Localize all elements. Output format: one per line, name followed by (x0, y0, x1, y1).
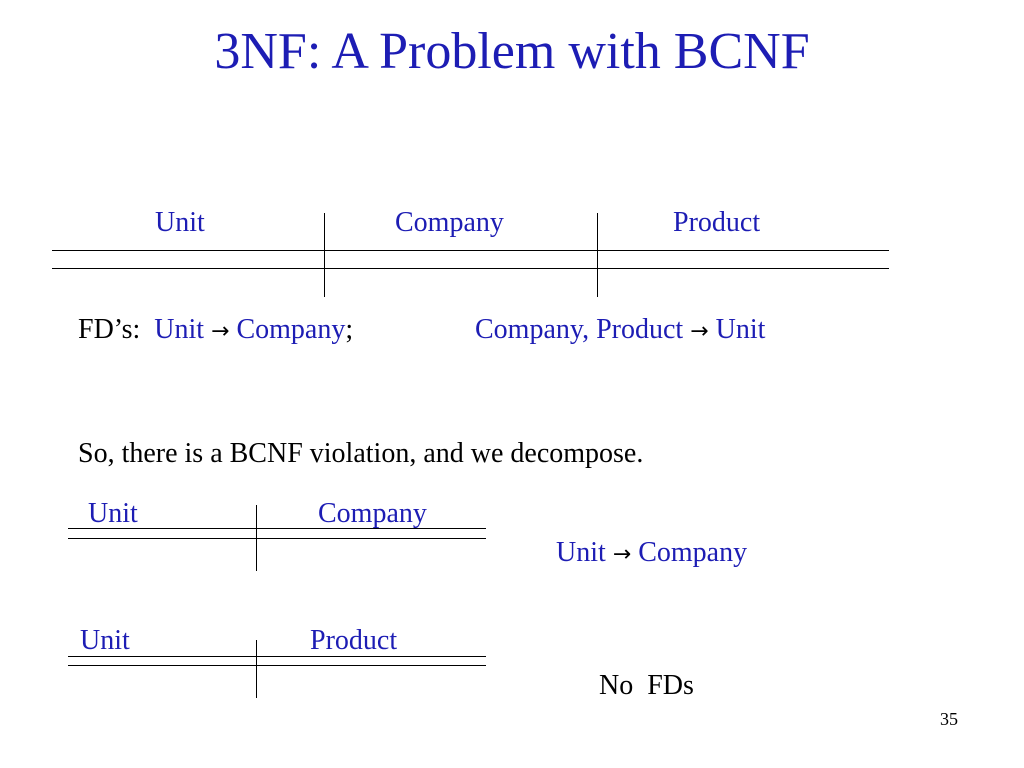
column-divider (324, 213, 325, 297)
right-arrow-icon: → (211, 319, 230, 344)
column-divider (597, 213, 598, 297)
right-arrow-icon: → (690, 319, 709, 344)
column-divider (256, 505, 257, 571)
table-rule-bottom (52, 268, 889, 269)
column-header-company: Company (318, 498, 427, 529)
fd2: Company, Product → Unit (475, 314, 765, 348)
column-header-company: Company (395, 207, 504, 238)
decomp-fd-rhs: Company (638, 537, 748, 568)
column-header-product: Product (310, 625, 398, 656)
fd2-rhs: Unit (715, 314, 766, 345)
column-header-unit: Unit (80, 625, 130, 656)
fd1-lhs: Unit (154, 314, 205, 345)
statement-text: So, there is a BCNF violation, and we de… (78, 438, 644, 469)
table-rule-top (52, 250, 889, 251)
decomp-fd-lhs: Unit (556, 537, 606, 568)
table-rule-top (68, 528, 486, 529)
table-rule-top (68, 656, 486, 657)
fd1-rhs: Company (236, 314, 346, 345)
column-divider (256, 640, 257, 698)
page-number: 35 (940, 709, 958, 729)
column-header-product: Product (673, 207, 761, 238)
column-header-unit: Unit (88, 498, 138, 529)
no-fds-note: No FDs (599, 670, 694, 701)
fd-separator: ; (345, 314, 354, 345)
table-rule-bottom (68, 538, 486, 539)
column-header-unit: Unit (155, 207, 205, 238)
decomp-fd: Unit → Company (556, 537, 747, 571)
table-rule-bottom (68, 665, 486, 666)
fd2-lhs: Company, Product (475, 314, 684, 345)
right-arrow-icon: → (612, 542, 632, 567)
fds-label: FD’s: (78, 314, 141, 345)
fds-line: FD’s: Unit → Company; (78, 314, 353, 348)
slide-title: 3NF: A Problem with BCNF (214, 23, 810, 80)
